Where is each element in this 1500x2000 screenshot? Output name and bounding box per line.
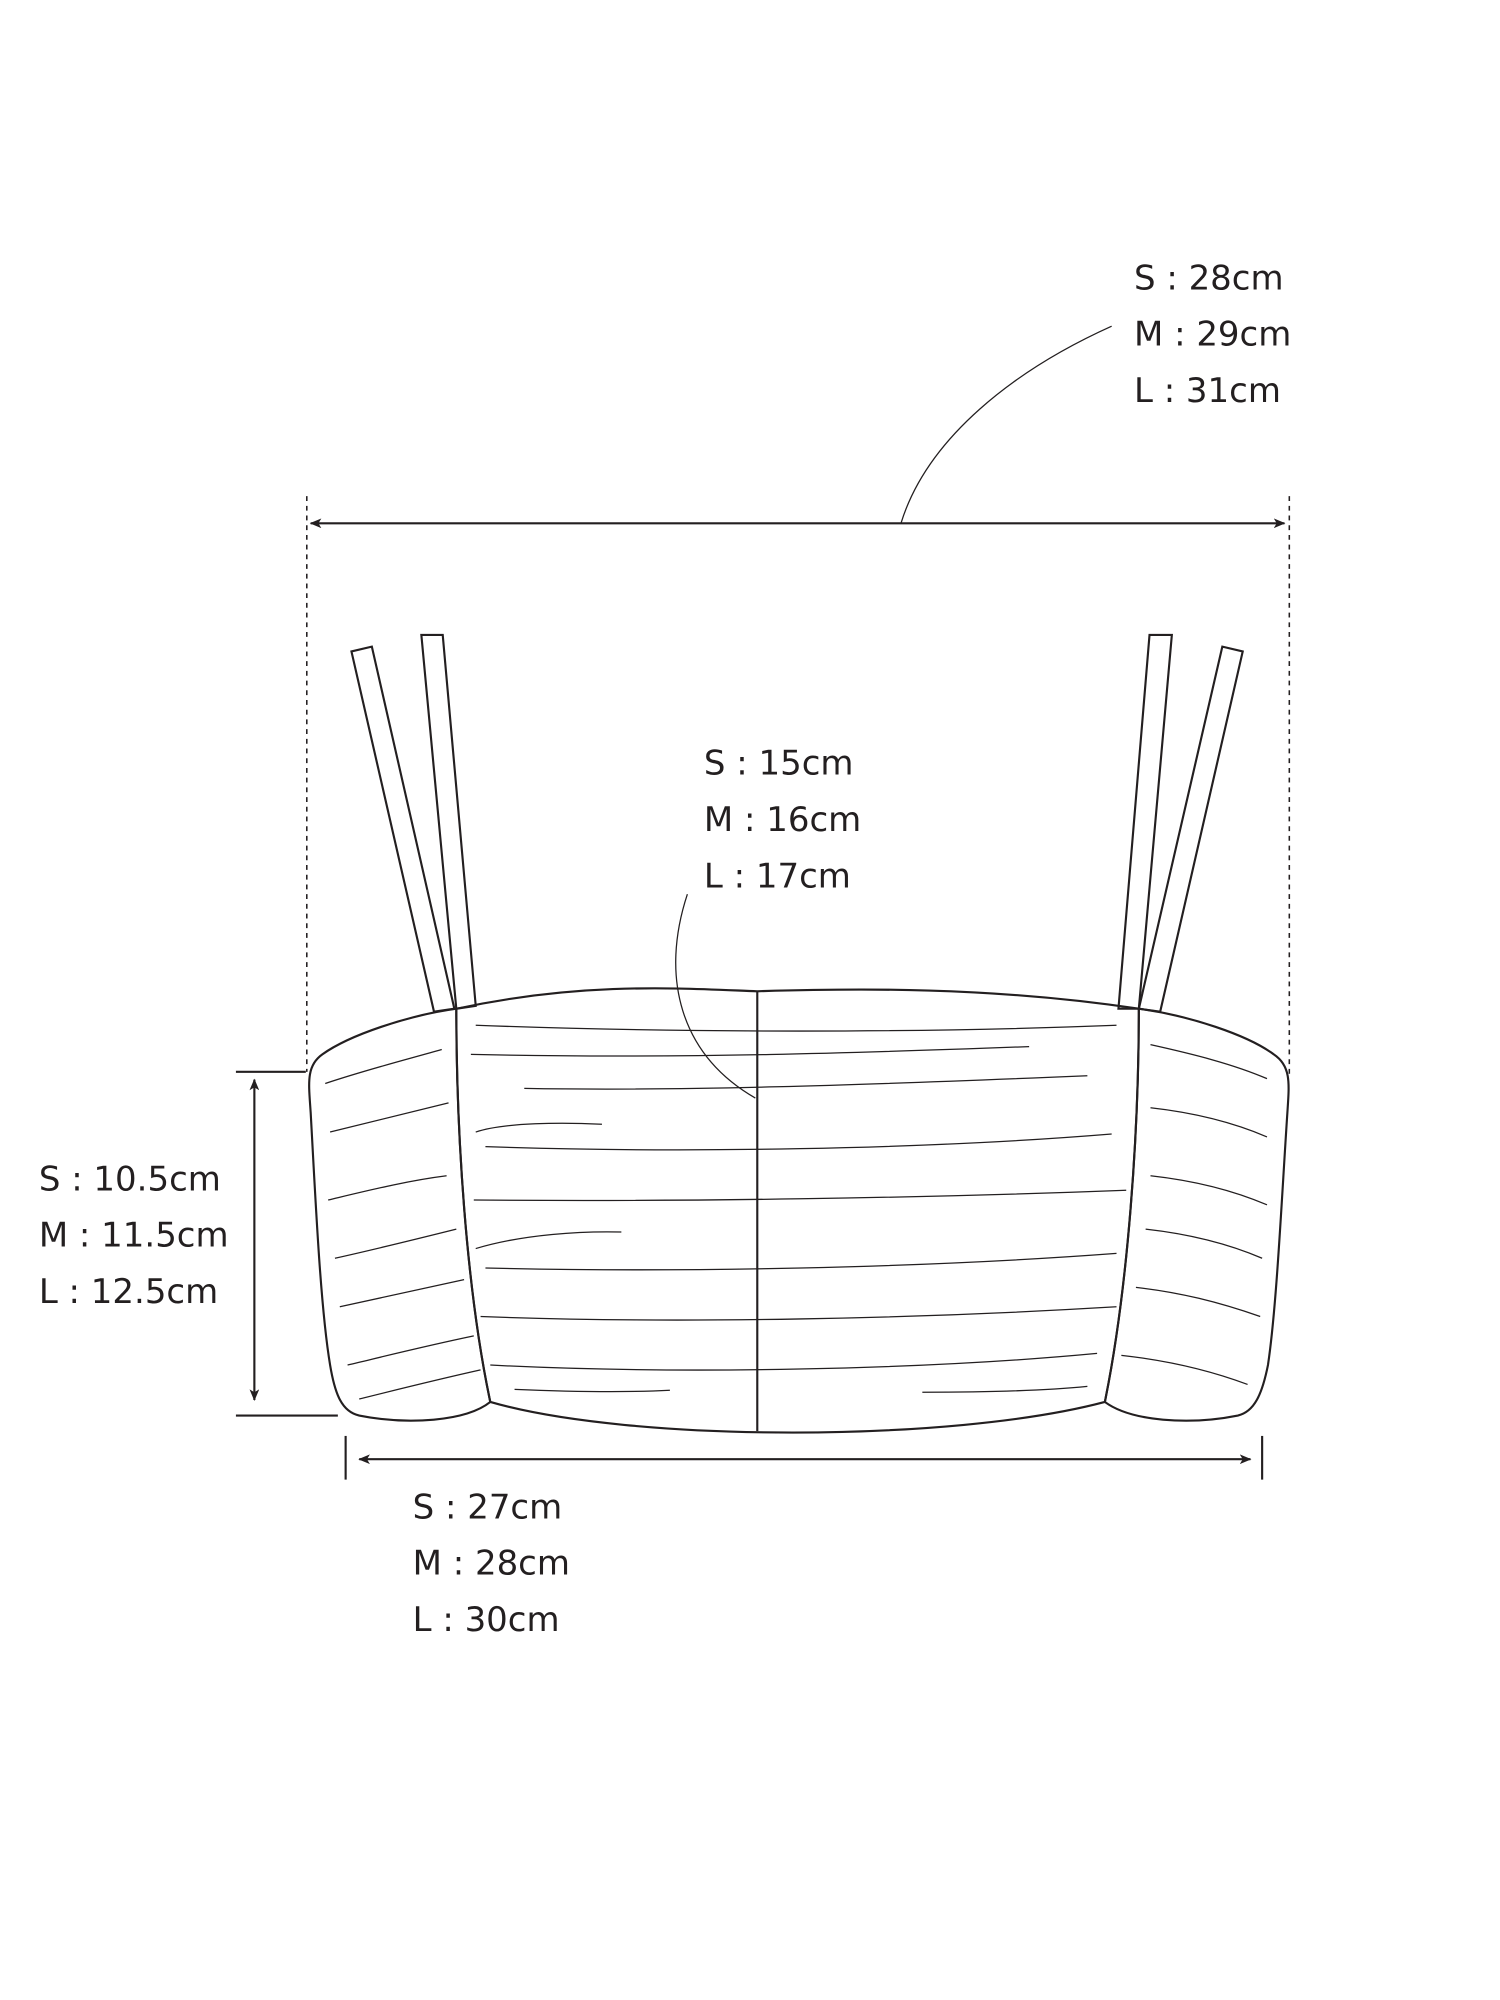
size-s-value: S : 15cm bbox=[704, 744, 854, 784]
size-m-value: M : 16cm bbox=[704, 800, 861, 840]
size-s-value: S : 10.5cm bbox=[39, 1159, 221, 1199]
size-l-value: L : 31cm bbox=[1134, 371, 1281, 411]
garment-body bbox=[308, 987, 1290, 1434]
bottom-width-label: S : 27cm M : 28cm L : 30cm bbox=[413, 1487, 570, 1640]
side-height-label: S : 10.5cm M : 11.5cm L : 12.5cm bbox=[39, 1159, 229, 1312]
size-s-value: S : 27cm bbox=[413, 1487, 563, 1527]
size-l-value: L : 30cm bbox=[413, 1600, 560, 1640]
size-m-value: M : 28cm bbox=[413, 1544, 570, 1584]
center-length-leader bbox=[675, 893, 756, 1099]
size-s-value: S : 28cm bbox=[1134, 258, 1284, 298]
size-m-value: M : 11.5cm bbox=[39, 1216, 229, 1256]
top-width-label: S : 28cm M : 29cm L : 31cm bbox=[1134, 258, 1291, 411]
center-length-label: S : 15cm M : 16cm L : 17cm bbox=[704, 744, 861, 897]
gather-lines bbox=[325, 1024, 1268, 1400]
bottom-width-dimension bbox=[344, 1435, 1264, 1480]
size-m-value: M : 29cm bbox=[1134, 315, 1291, 355]
size-l-value: L : 12.5cm bbox=[39, 1272, 218, 1312]
garment-measurement-diagram: S : 28cm M : 29cm L : 31cm bbox=[39, 258, 1291, 1640]
side-height-dimension bbox=[235, 1070, 338, 1417]
top-width-dimension bbox=[306, 325, 1291, 1074]
size-l-value: L : 17cm bbox=[704, 856, 851, 896]
